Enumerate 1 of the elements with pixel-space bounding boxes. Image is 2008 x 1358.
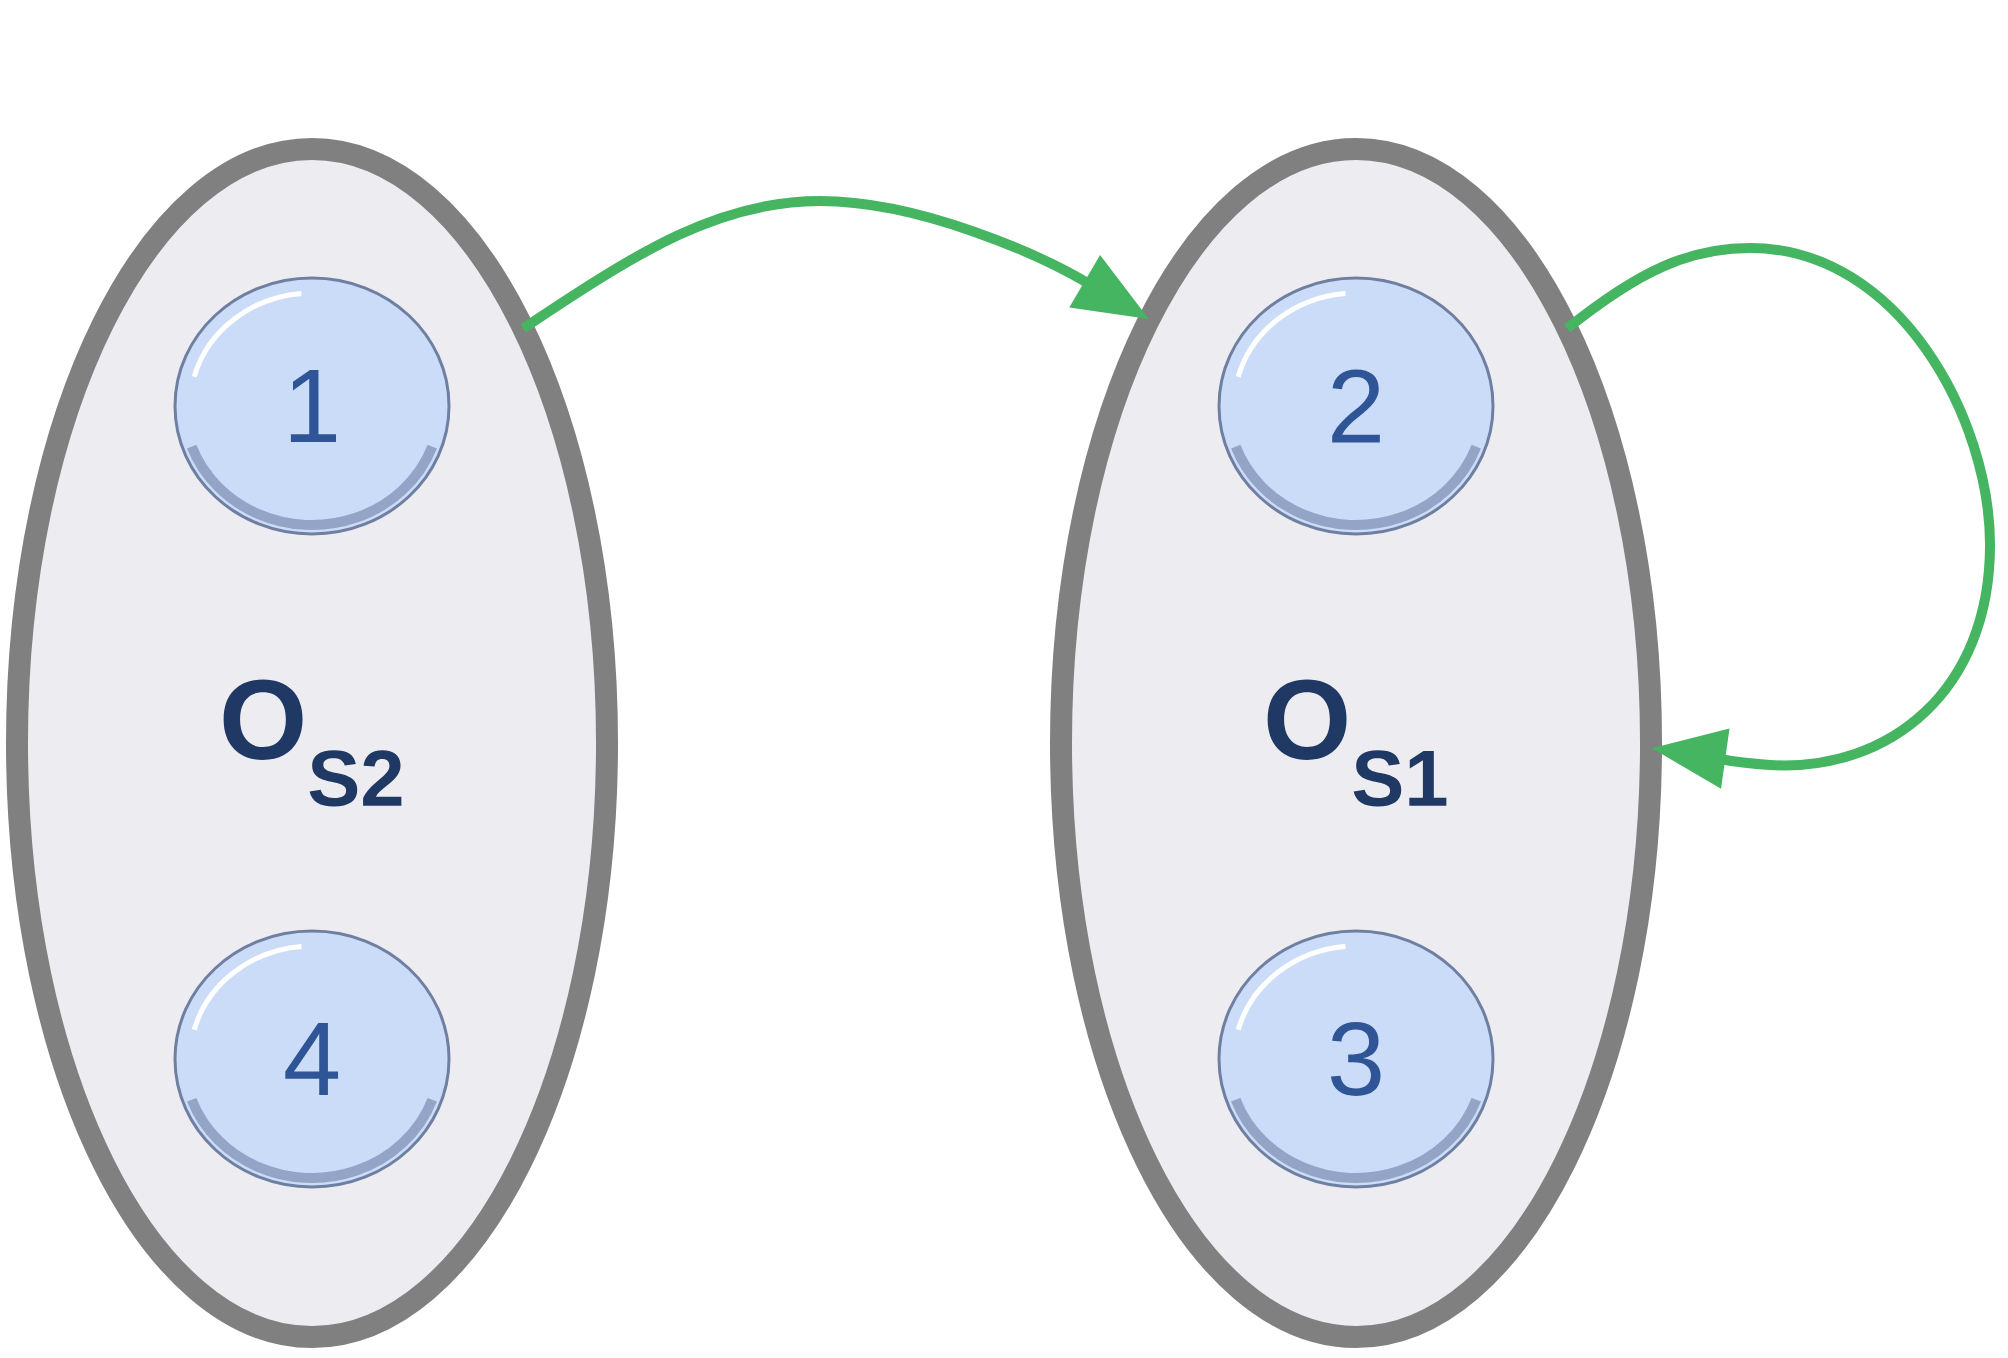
loop-arrow [1564,243,1995,789]
